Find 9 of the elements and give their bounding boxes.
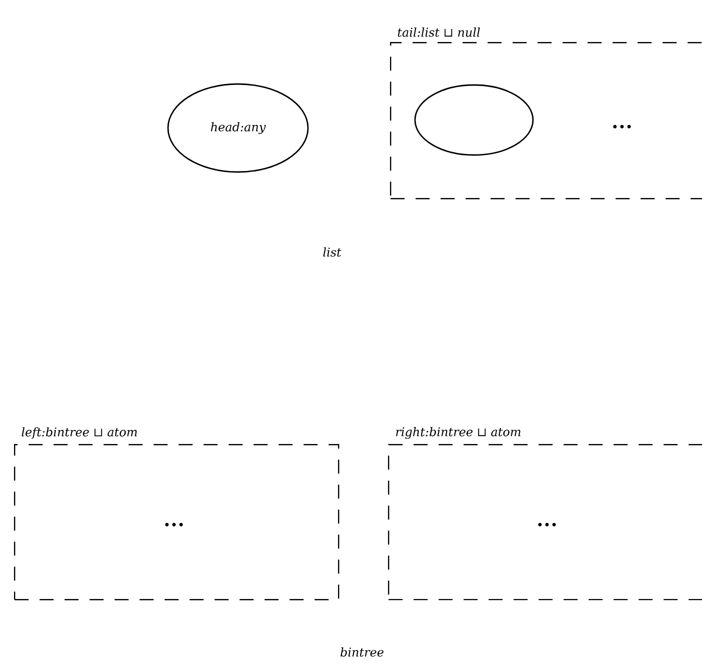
ellipse — [414, 84, 534, 156]
label: ••• — [538, 522, 556, 526]
label: list — [323, 247, 342, 257]
label: ••• — [613, 124, 631, 128]
box-heading: tail:list ⊔ null — [398, 28, 480, 37]
label: ••• — [165, 522, 183, 526]
label: bintree — [340, 647, 384, 657]
box-heading: right:bintree ⊔ atom — [396, 427, 520, 439]
box-heading: left:bintree ⊔ atom — [22, 427, 137, 439]
